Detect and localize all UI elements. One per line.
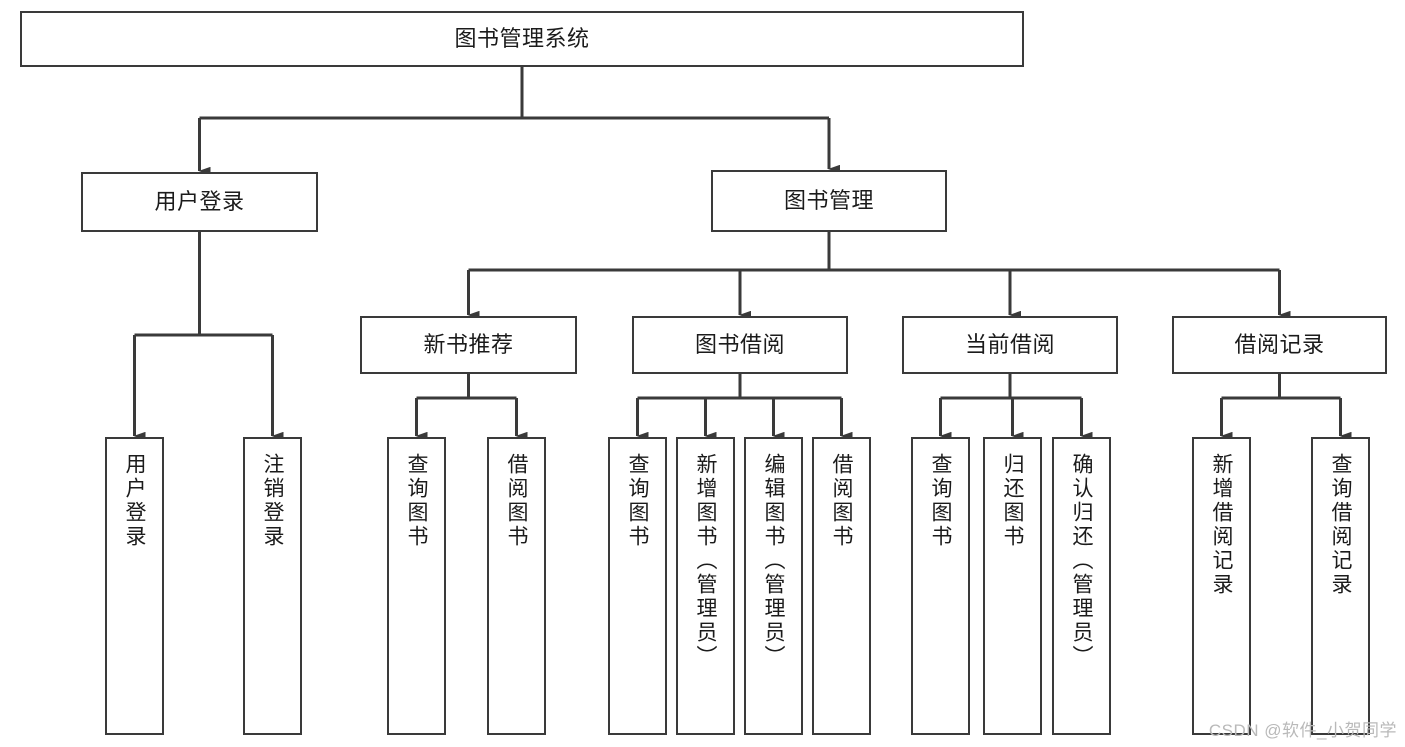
node-leaf-confirm-return[interactable]: 确认归还（管理员） [1052,437,1111,735]
connectors-group [133,67,1352,441]
node-label-leaf-query-book-3: 查询图书 [929,453,952,549]
node-leaf-query-book-2[interactable]: 查询图书 [608,437,667,735]
node-label-leaf-edit-book: 编辑图书（管理员） [762,453,785,669]
node-current-borrow[interactable]: 当前借阅 [902,316,1118,374]
node-user-login[interactable]: 用户登录 [81,172,318,232]
node-leaf-borrow-book-2[interactable]: 借阅图书 [812,437,871,735]
node-label-leaf-confirm-return: 确认归还（管理员） [1070,453,1093,669]
node-label-leaf-add-record: 新增借阅记录 [1210,453,1233,597]
node-label-leaf-add-book: 新增图书（管理员） [694,453,717,669]
node-root[interactable]: 图书管理系统 [20,11,1024,67]
node-leaf-query-book-1[interactable]: 查询图书 [387,437,446,735]
node-label-leaf-return-book: 归还图书 [1001,453,1024,549]
node-new-book-recommend[interactable]: 新书推荐 [360,316,577,374]
node-label-leaf-borrow-book-1: 借阅图书 [505,453,528,549]
node-label-leaf-query-book-1: 查询图书 [405,453,428,549]
node-borrow-record[interactable]: 借阅记录 [1172,316,1387,374]
node-label-leaf-query-book-2: 查询图书 [626,453,649,549]
node-label-new-book-recommend: 新书推荐 [423,332,514,358]
node-label-leaf-user-login: 用户登录 [123,453,146,549]
node-label-book-borrow: 图书借阅 [694,332,785,358]
node-leaf-return-book[interactable]: 归还图书 [983,437,1042,735]
node-leaf-query-book-3[interactable]: 查询图书 [911,437,970,735]
node-label-root: 图书管理系统 [454,26,590,52]
node-leaf-user-login[interactable]: 用户登录 [105,437,164,735]
node-leaf-logout[interactable]: 注销登录 [243,437,302,735]
node-label-leaf-logout: 注销登录 [261,453,284,549]
node-label-user-login: 用户登录 [154,189,245,215]
node-label-leaf-borrow-book-2: 借阅图书 [830,453,853,549]
node-leaf-add-book[interactable]: 新增图书（管理员） [676,437,735,735]
node-book-manage[interactable]: 图书管理 [711,170,947,232]
node-label-leaf-query-record: 查询借阅记录 [1329,453,1352,597]
node-leaf-edit-book[interactable]: 编辑图书（管理员） [744,437,803,735]
node-label-borrow-record: 借阅记录 [1234,332,1325,358]
node-label-book-manage: 图书管理 [783,188,874,214]
node-label-current-borrow: 当前借阅 [964,332,1055,358]
node-leaf-add-record[interactable]: 新增借阅记录 [1192,437,1251,735]
node-book-borrow[interactable]: 图书借阅 [632,316,848,374]
node-leaf-query-record[interactable]: 查询借阅记录 [1311,437,1370,735]
node-leaf-borrow-book-1[interactable]: 借阅图书 [487,437,546,735]
